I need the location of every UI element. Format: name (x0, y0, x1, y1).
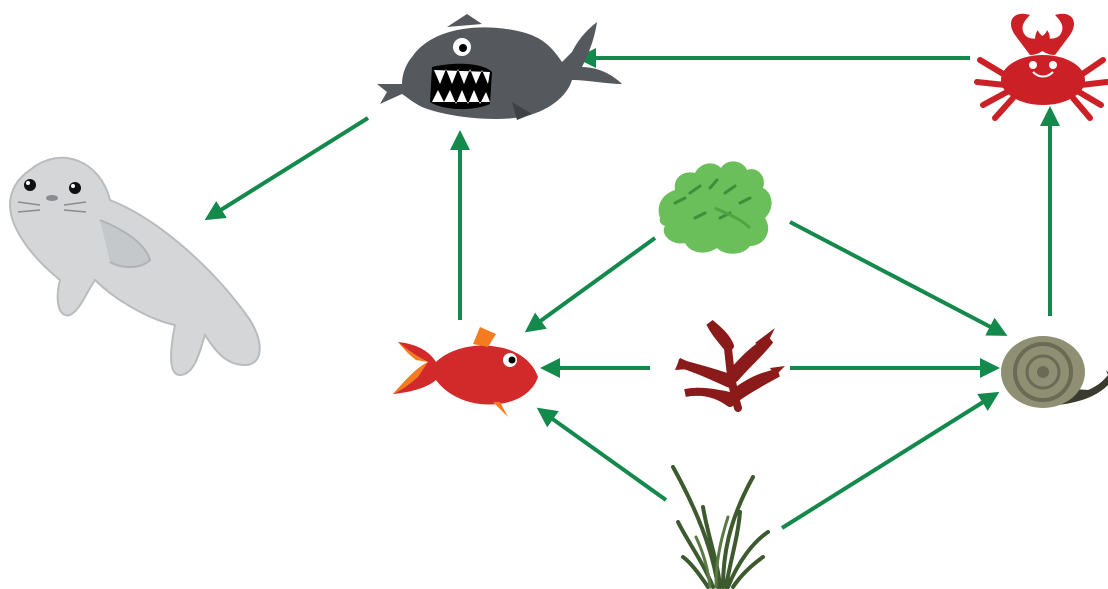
seagrass-icon (673, 467, 768, 587)
arrow-seagrass-to-snail (782, 394, 996, 528)
predatory-fish-icon (377, 14, 622, 120)
arrow-predatory-fish-to-seal (208, 118, 368, 218)
crab-icon (977, 14, 1107, 118)
seal-icon (10, 158, 260, 375)
small-fish-icon (393, 327, 538, 417)
arrow-seagrass-to-small-fish (540, 410, 666, 500)
arrow-green-algae-to-snail (790, 222, 1004, 334)
red-seaweed-icon (675, 323, 785, 408)
green-algae-icon (659, 161, 772, 253)
arrows-layer (208, 58, 1050, 528)
snail-icon (1001, 336, 1108, 408)
arrow-green-algae-to-small-fish (528, 238, 655, 330)
